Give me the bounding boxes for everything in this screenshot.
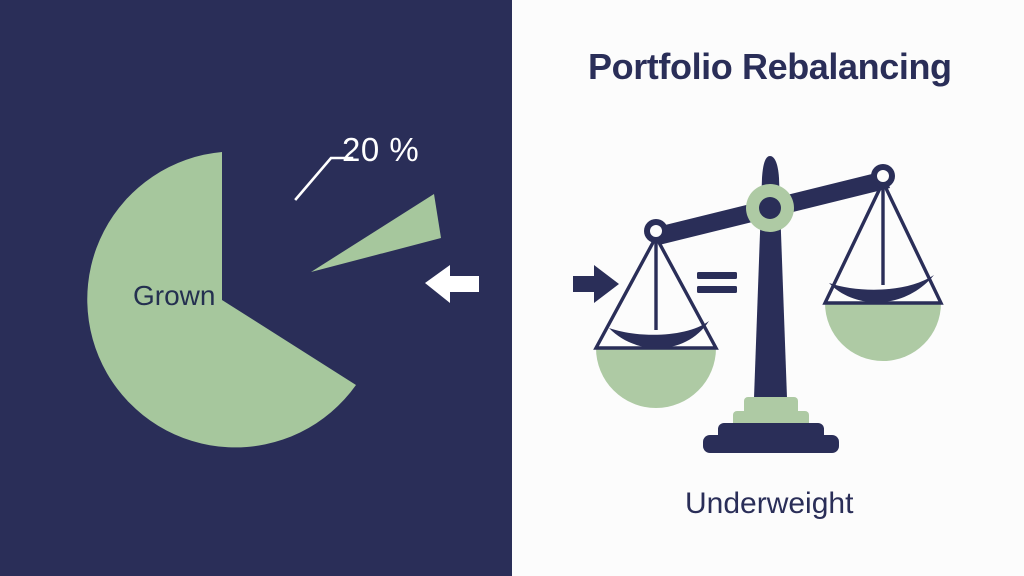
page-title: Portfolio Rebalancing [588,46,952,87]
scale-caption-underweight: Underweight [685,487,854,520]
pie-percent-label: 20 % [342,131,420,168]
pie-chart-panel [0,0,512,576]
pie-slice-label-grown: Grown [133,280,216,311]
